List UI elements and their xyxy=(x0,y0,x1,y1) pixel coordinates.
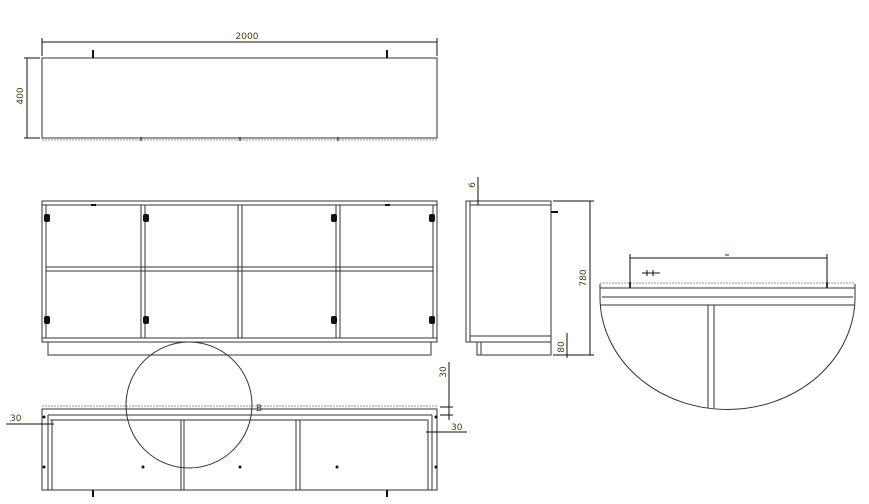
hinge-icons xyxy=(44,204,435,324)
detail-view xyxy=(599,254,856,410)
plan-view: B 30 30 30 xyxy=(6,341,467,497)
plinth xyxy=(47,341,432,356)
height-dim-label: 780 xyxy=(579,269,589,286)
left-offset-label: 30 xyxy=(10,414,22,424)
width-dimension: 2000 xyxy=(41,32,438,56)
left-offset-dimension: 30 xyxy=(6,414,54,425)
width-dim-label: 2000 xyxy=(236,32,259,42)
plinth-dimension: 80 xyxy=(557,333,568,358)
height-dimension: 780 xyxy=(553,200,594,356)
vertical-offset-label: 30 xyxy=(439,366,449,378)
top-panel xyxy=(41,57,438,139)
vertical-offset-dimension: 30 xyxy=(439,362,453,420)
top-view: 2000 400 xyxy=(16,32,438,141)
side-view: 6 780 80 xyxy=(465,177,594,358)
right-offset-label: 30 xyxy=(451,423,463,433)
front-view xyxy=(41,200,438,356)
plinth-dim-label: 80 xyxy=(557,341,567,353)
depth-dim-label: 400 xyxy=(16,87,26,104)
detail-callout-circle xyxy=(125,341,253,469)
top-thickness-dimension: 6 xyxy=(468,177,479,205)
right-offset-dimension: 30 xyxy=(426,423,467,433)
depth-dimension: 400 xyxy=(16,57,40,139)
detail-label: B xyxy=(256,404,262,414)
top-dim-label: 6 xyxy=(468,182,478,188)
